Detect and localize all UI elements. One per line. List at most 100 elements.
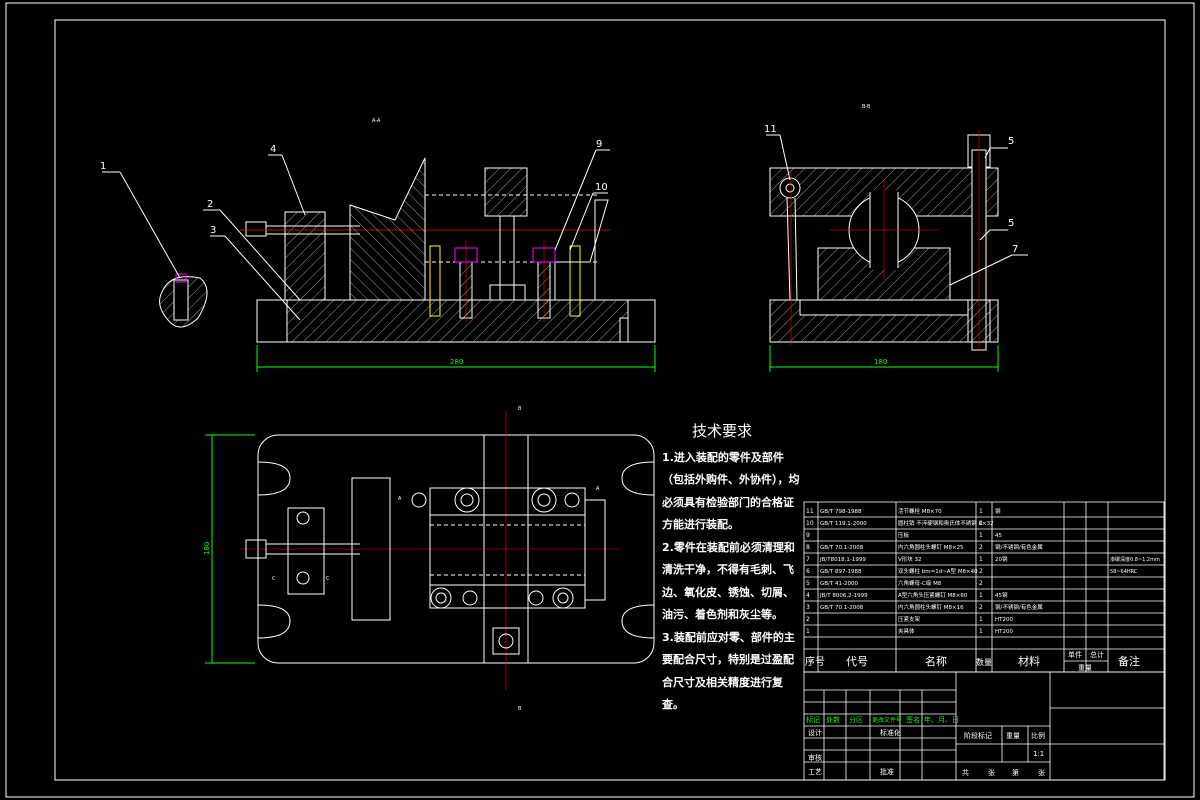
bom-h-name: 名称 bbox=[925, 654, 947, 668]
balloons-side bbox=[766, 134, 1028, 286]
tb-zone: 分区 bbox=[849, 715, 863, 724]
tech-requirements: 技术要求 1.进入装配的零件及部件（包括外购件、外协件），均必须具有检验部门的合… bbox=[662, 420, 802, 717]
tb-standard: 标准化 bbox=[880, 728, 901, 737]
bom-cell-code: GB/T 41-2000 bbox=[820, 581, 858, 587]
bom-cell-code: GB/T 897-1988 bbox=[820, 569, 862, 575]
plan-mark-a1: A bbox=[398, 496, 402, 502]
tb-date: 年、月、日 bbox=[924, 715, 959, 724]
plan-height-dim: 180 bbox=[203, 542, 211, 555]
plan-mark-b2: B bbox=[518, 706, 522, 712]
plan-mark-a2: A bbox=[596, 486, 600, 492]
tech-req-title: 技术要求 bbox=[691, 422, 752, 440]
bom-cell-qty: 1 bbox=[979, 628, 983, 635]
balloon-4: 4 bbox=[270, 144, 276, 155]
balloon-3: 1 bbox=[100, 161, 106, 172]
bom-cell-no: 1 bbox=[806, 628, 810, 635]
tb-review: 审核 bbox=[808, 753, 822, 762]
bom-cell-qty: 2 bbox=[979, 544, 983, 551]
bom-cell-no: 11 bbox=[806, 508, 814, 515]
bom-cell-mat: 45钢 bbox=[995, 591, 1008, 599]
bom-cell-mat: HT200 bbox=[995, 617, 1013, 623]
bom-cell-no: 7 bbox=[806, 556, 810, 563]
side-width-dim: 180 bbox=[874, 358, 887, 366]
plan-mark-b1: B bbox=[518, 406, 522, 412]
bom-cell-qty: 1 bbox=[979, 532, 983, 539]
bom-cell-code: JB/T 8006.2-1999 bbox=[819, 593, 868, 599]
tech-req-item-2: 2.零件在装配前必须清理和清洗干净，不得有毛刺、飞边、氧化皮、锈蚀、切屑、油污、… bbox=[662, 540, 795, 622]
bom-cell-name: 夹具体 bbox=[898, 627, 915, 635]
bom-h-no: 序号 bbox=[805, 655, 825, 668]
tb-stage: 阶段标记 bbox=[964, 731, 992, 740]
bom-cell-code: GB/T 119.1-2000 bbox=[820, 521, 867, 527]
balloon-1: 3 bbox=[210, 225, 216, 236]
bom-cell-code: JB/T8018.1-1999 bbox=[819, 557, 866, 563]
bom-cell-no: 6 bbox=[806, 568, 810, 575]
bom-cell-mat: 钢/不锈钢/有色金属 bbox=[995, 603, 1043, 611]
bom-cell-code: GB/T 70.1-2008 bbox=[820, 605, 864, 611]
plan-view bbox=[205, 410, 655, 690]
bom-cell-name: 活节螺栓 M8×70 bbox=[898, 507, 942, 515]
front-view-label: A-A bbox=[372, 118, 381, 124]
balloon-7: 7 bbox=[1012, 244, 1018, 255]
bom-cell-name: 六角螺母-C级 M8 bbox=[898, 579, 942, 587]
bom-cell-name: 压板 bbox=[898, 531, 910, 539]
bom-cell-mat: 钢 bbox=[995, 507, 1001, 515]
bom-cell-no: 4 bbox=[806, 592, 810, 599]
bom-cell-note: 渗碳深度0.8~1.2mm bbox=[1110, 556, 1160, 563]
tb-sign: 签名 bbox=[906, 715, 920, 724]
bom-table bbox=[803, 501, 1165, 673]
bom-h-note: 备注 bbox=[1118, 654, 1140, 668]
inner-frame bbox=[54, 19, 1166, 781]
balloon-5b: 5 bbox=[1008, 218, 1014, 229]
tb-weight: 重量 bbox=[1006, 732, 1020, 740]
bom-h-weight: 重量 bbox=[1078, 664, 1092, 672]
outer-frame bbox=[5, 2, 1195, 798]
side-view-label: B-B bbox=[862, 104, 871, 110]
balloons-front bbox=[102, 149, 610, 321]
bom-cell-name: 圆柱销 不淬硬钢和奥氏体不锈钢 6×32 bbox=[898, 519, 994, 527]
plan-mark-c1: C bbox=[272, 576, 276, 582]
tb-count: 处数 bbox=[826, 715, 840, 724]
bom-cell-name: V形块 32 bbox=[898, 555, 922, 563]
title-block bbox=[803, 671, 1165, 781]
tb-sheet-2: 张 bbox=[988, 768, 995, 777]
bom-cell-code: GB/T 70.1-2008 bbox=[820, 545, 864, 551]
bom-cell-qty: 2 bbox=[979, 604, 983, 611]
bom-cell-qty: 2 bbox=[979, 568, 983, 575]
side-view: B-B 180 bbox=[769, 104, 999, 372]
bom-cell-mat: 20钢 bbox=[995, 555, 1008, 563]
bom-cell-name: 内六角圆柱头螺钉 M8×25 bbox=[898, 543, 964, 551]
bom-cell-qty: 1 bbox=[979, 556, 983, 563]
bom-cell-mat: HT200 bbox=[995, 629, 1013, 635]
bom-cell-note: 58~64HRC bbox=[1110, 569, 1138, 575]
balloon-11: 11 bbox=[764, 124, 777, 135]
balloon-2: 2 bbox=[207, 199, 213, 210]
bom-cell-qty: 2 bbox=[979, 520, 983, 527]
front-view: A-A 28 bbox=[240, 118, 656, 372]
bom-cell-name: 双头螺柱 bm=1d~A型 M8×40 bbox=[898, 567, 978, 575]
bom-cell-mat: 钢/不锈钢/有色金属 bbox=[995, 543, 1043, 551]
bom-cell-name: A型六角头压紧螺钉 M8×60 bbox=[898, 591, 968, 599]
front-length-dim: 280 bbox=[450, 358, 463, 366]
bom-cell-qty: 2 bbox=[979, 580, 983, 587]
bom-cell-no: 10 bbox=[806, 520, 814, 527]
bom-h-single: 单件 bbox=[1068, 650, 1082, 659]
tb-sheet-4: 张 bbox=[1038, 768, 1045, 777]
detail-view bbox=[159, 273, 208, 328]
tb-change: 更改文件号 bbox=[872, 716, 902, 724]
bom-cell-no: 8 bbox=[806, 544, 810, 551]
bom-cell-no: 2 bbox=[806, 616, 810, 623]
plan-mark-c2: C bbox=[326, 576, 330, 582]
bom-cell-code: GB/T 798-1988 bbox=[820, 509, 862, 515]
bom-cell-name: 压紧支架 bbox=[898, 615, 921, 623]
tb-process: 工艺 bbox=[808, 768, 822, 776]
balloon-9: 9 bbox=[596, 139, 602, 150]
bom-cell-mat: 45 bbox=[995, 533, 1002, 539]
tb-scale-val: 1:1 bbox=[1033, 750, 1044, 758]
bom-cell-qty: 1 bbox=[979, 508, 983, 515]
bom-cell-no: 5 bbox=[806, 580, 810, 587]
bom-cell-name: 内六角圆柱头螺钉 M8×16 bbox=[898, 603, 964, 611]
title-mark-row: 标记 处数 分区 更改文件号 签名 年、月、日 bbox=[806, 715, 959, 724]
bom-cell-no: 3 bbox=[806, 604, 810, 611]
